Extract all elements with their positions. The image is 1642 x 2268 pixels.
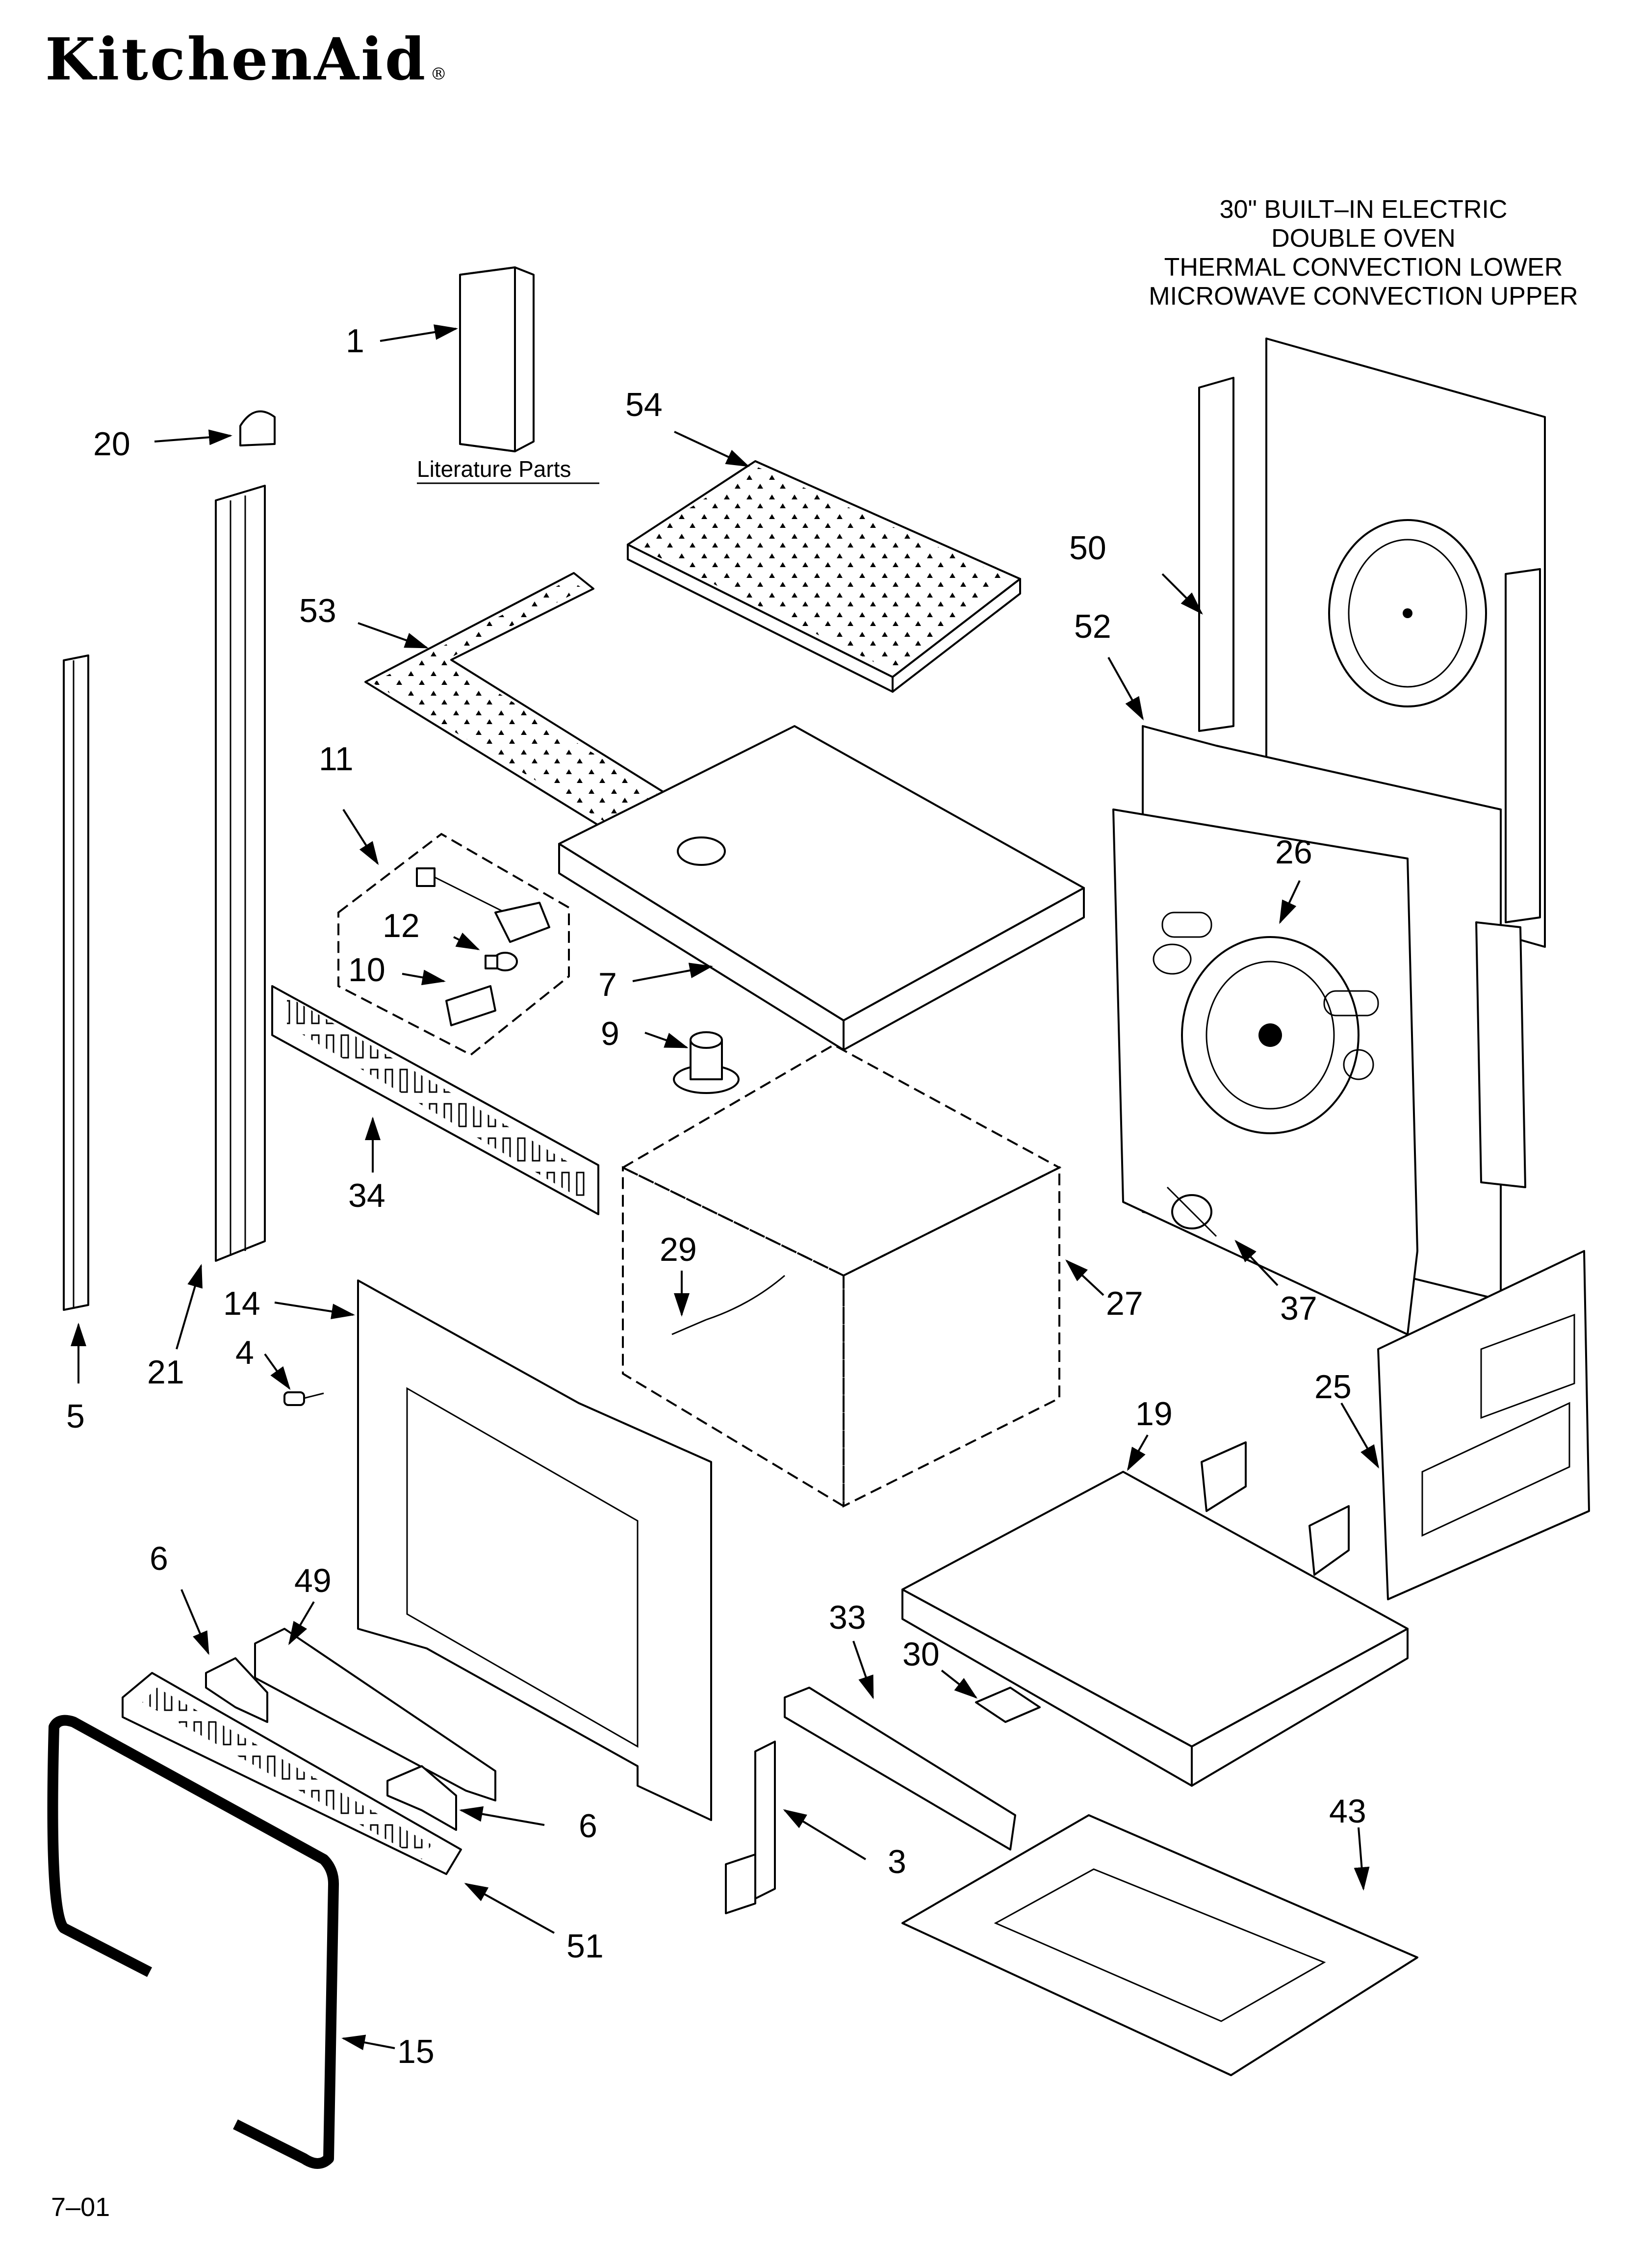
callout-51: 51	[566, 1928, 604, 1965]
part-25-side-panel	[1377, 1250, 1590, 1600]
part-30-bracket	[975, 1687, 1041, 1723]
callout-50: 50	[1069, 529, 1106, 567]
part-29-sensor	[671, 1275, 785, 1335]
callout-1: 1	[346, 322, 364, 360]
callout-53: 53	[299, 592, 336, 629]
callout-33: 33	[829, 1599, 866, 1636]
callout-25: 25	[1314, 1368, 1352, 1406]
callout-labels: 1 54 20 50 53 52 11 26 12 10 7 9 34 29 2…	[66, 322, 1366, 2070]
part-3-bracket	[725, 1741, 776, 1914]
title-line-3: THERMAL CONVECTION LOWER	[1164, 253, 1563, 282]
title-line-1: 30" BUILT–IN ELECTRIC	[1219, 195, 1508, 224]
callout-leaders	[71, 324, 1379, 2050]
kitchenaid-logo: KitchenAid®	[45, 30, 449, 88]
callout-14: 14	[223, 1285, 260, 1322]
part-21-side-trim	[215, 485, 266, 1262]
part-49-insulation-strip	[254, 1628, 496, 1801]
callout-30: 30	[902, 1636, 940, 1673]
callout-15: 15	[397, 2033, 435, 2070]
part-11-light-assembly	[337, 833, 570, 1056]
part-27-oven-cavity	[620, 1043, 1062, 1508]
callout-5: 5	[66, 1398, 85, 1435]
diagram-title: 30" BUILT–IN ELECTRIC DOUBLE OVEN THERMA…	[1118, 195, 1609, 311]
callout-26: 26	[1275, 834, 1312, 871]
callout-21: 21	[147, 1354, 184, 1391]
part-20-end-cap	[239, 410, 276, 446]
part-14-front-frame	[357, 1279, 712, 1821]
callout-3: 3	[888, 1843, 906, 1880]
part-43-bottom-frame	[901, 1814, 1418, 2076]
callout-34: 34	[348, 1177, 385, 1214]
callout-54: 54	[625, 386, 663, 423]
brand-name: KitchenAid	[45, 25, 428, 93]
registered-mark: ®	[430, 64, 449, 84]
part-19-lower-tray	[901, 1441, 1409, 1787]
part-37-thermostat	[1166, 1186, 1217, 1237]
part-7-top-panel	[558, 725, 1085, 1051]
callout-11: 11	[319, 740, 354, 778]
part-33-channel	[784, 1687, 1016, 1851]
callout-6-lower: 6	[579, 1807, 597, 1845]
part-12-bulb	[485, 952, 518, 971]
part-54-perforated-panel	[627, 460, 1021, 693]
callout-37: 37	[1280, 1290, 1317, 1327]
callout-6-upper: 6	[150, 1540, 168, 1577]
callout-43: 43	[1329, 1793, 1366, 1830]
part-26-convection-panel	[1112, 808, 1418, 1335]
title-line-2: DOUBLE OVEN	[1271, 224, 1456, 253]
part-5-trim-rod	[63, 654, 89, 1311]
part-9-fan-motor	[673, 1031, 740, 1094]
title-line-4: MICROWAVE CONVECTION UPPER	[1149, 282, 1578, 311]
part-34-vent-grille	[271, 985, 599, 1215]
callout-20: 20	[93, 425, 130, 463]
callout-4: 4	[235, 1334, 254, 1371]
part-15-door-gasket	[47, 1715, 339, 2169]
callout-9: 9	[601, 1015, 619, 1052]
part-51-front-trim	[122, 1672, 462, 1875]
part-1-literature	[459, 266, 535, 452]
revision-code: 7–01	[51, 2192, 110, 2222]
callout-19: 19	[1135, 1395, 1173, 1433]
part-6-spacer-upper	[205, 1657, 268, 1723]
callout-10: 10	[348, 951, 385, 989]
callout-27: 27	[1106, 1285, 1143, 1322]
literature-parts-label: Literature Parts	[417, 456, 571, 482]
callout-52: 52	[1074, 608, 1111, 645]
callout-49: 49	[294, 1562, 332, 1599]
part-6-spacer-lower	[386, 1765, 457, 1831]
callout-12: 12	[383, 907, 420, 944]
part-10-lens	[445, 985, 496, 1026]
part-4-screw	[283, 1391, 324, 1406]
callout-7: 7	[598, 966, 617, 1003]
callout-29: 29	[660, 1231, 697, 1268]
